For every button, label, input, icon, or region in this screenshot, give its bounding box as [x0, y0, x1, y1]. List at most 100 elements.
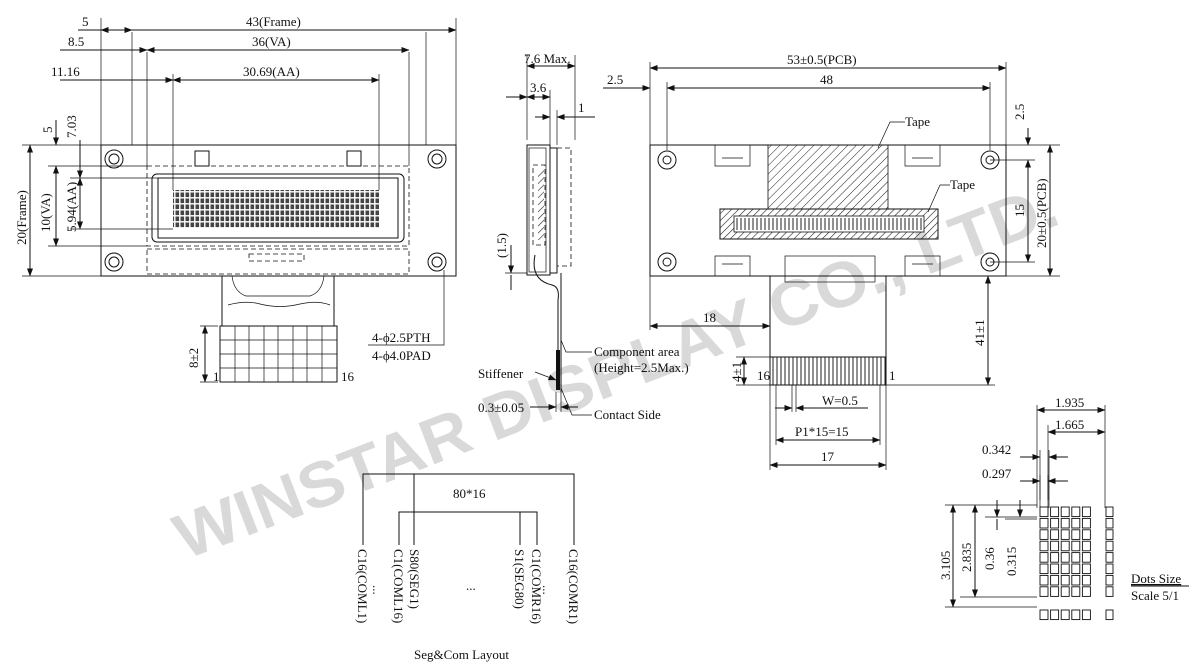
dot-grid — [1039, 506, 1114, 621]
hole-pitch-dim: 48 — [820, 72, 833, 87]
dot-cell-below — [1071, 609, 1081, 621]
ellipsis-right: ... — [540, 585, 555, 595]
mounting-holes — [104, 149, 447, 272]
dot-cell — [1050, 529, 1060, 540]
seg-com-label-4: S1(SEG80) — [512, 549, 527, 609]
seg-com-caption: Seg&Com Layout — [414, 647, 509, 662]
front-pin-1: 1 — [213, 369, 220, 384]
dot-cell-next — [1105, 517, 1114, 529]
dot-cell — [1039, 574, 1049, 586]
dot-cell — [1081, 563, 1091, 575]
fpc-width-dim: 17 — [821, 449, 835, 464]
dot-cell-next — [1105, 529, 1114, 540]
dot-cell-next — [1105, 506, 1114, 518]
dot-cell — [1050, 563, 1060, 575]
hole-spec-pad: 4-ϕ4.0PAD — [372, 348, 431, 363]
pin-pitch-dim: P1*15=15 — [795, 424, 849, 439]
dot-cell — [1060, 563, 1070, 575]
dot-cell — [1071, 563, 1081, 575]
component-area-height: (Height=2.5Max.) — [594, 360, 689, 375]
hole-spec-pth: 4-ϕ2.5PTH — [372, 330, 430, 345]
dim-5-top: 5 — [82, 14, 89, 29]
seg-com-label-3: S80(SEG1) — [407, 549, 422, 609]
dot-cell — [1071, 586, 1081, 597]
side-dim-1: 1 — [578, 100, 585, 115]
component-area-label: Component area — [594, 344, 680, 359]
dot-cell-below — [1105, 609, 1114, 621]
dim-va-width: 36(VA) — [252, 34, 291, 49]
dot-dim-1-935: 1.935 — [1055, 395, 1084, 410]
seg-com-label-1: C16(COML1) — [355, 549, 370, 623]
pcb-height-dim: 20±0.5(PCB) — [1034, 178, 1049, 248]
dot-cell — [1050, 506, 1060, 518]
dot-cell — [1060, 552, 1070, 563]
dot-cell — [1071, 540, 1081, 552]
contact-side-label: Contact Side — [594, 407, 661, 422]
dot-dim-0-297: 0.297 — [982, 466, 1012, 481]
dot-cell — [1071, 574, 1081, 586]
dot-cell-below — [1060, 609, 1070, 621]
ellipsis-left: ... — [370, 585, 385, 595]
dot-cell — [1060, 586, 1070, 597]
dim-7-03: 7.03 — [64, 115, 79, 138]
tape-area-upper — [767, 144, 889, 210]
dim-5-left: 5 — [40, 127, 55, 134]
dot-cell — [1050, 552, 1060, 563]
dot-cell-below — [1050, 609, 1060, 621]
dim-va-height: 10(VA) — [38, 193, 53, 232]
dim-11-16: 11.16 — [51, 64, 80, 79]
dot-cell — [1071, 517, 1081, 529]
hole-vert-dim: 15 — [1012, 204, 1027, 217]
dot-cell-below — [1039, 609, 1049, 621]
side-dim-1-5: (1.5) — [494, 233, 509, 258]
pcb-width-dim: 53±0.5(PCB) — [787, 52, 857, 67]
dot-cell-next — [1105, 574, 1114, 586]
dots-size-title: Dots Size — [1131, 571, 1181, 586]
left-offset-dim: 2.5 — [607, 72, 623, 87]
back-fpc-pins — [769, 356, 887, 386]
dot-cell — [1081, 586, 1091, 597]
fpc-length-dim: 41±1 — [972, 319, 987, 346]
dot-cell — [1071, 506, 1081, 518]
dot-dim-3-105: 3.105 — [938, 551, 953, 580]
dot-cell — [1060, 540, 1070, 552]
back-view: 16 1 Tape Tape 53±0.5(PCB) 48 2.5 20±0. — [603, 52, 1060, 470]
dot-cell — [1050, 540, 1060, 552]
dot-cell — [1081, 552, 1091, 563]
stiffener-thickness: 0.3±0.05 — [478, 400, 524, 415]
dot-cell — [1039, 529, 1049, 540]
dot-cell — [1081, 529, 1091, 540]
front-pin-16: 16 — [341, 369, 355, 384]
dot-cell-next — [1105, 586, 1114, 597]
seg-com-layout: 80*16 C16(COML1) C1(COML16) S80(SEG1) S1… — [355, 473, 581, 662]
fpc-offset-dim: 18 — [703, 310, 716, 325]
front-frame — [100, 144, 457, 277]
dot-dim-0-36: 0.36 — [982, 547, 997, 570]
dot-cell — [1071, 552, 1081, 563]
dim-frame-height: 20(Frame) — [14, 190, 29, 245]
dot-cell — [1060, 517, 1070, 529]
dot-dim-0-315: 0.315 — [1004, 547, 1019, 576]
matrix-size: 80*16 — [453, 486, 486, 501]
dot-cell-next — [1105, 563, 1114, 575]
dot-cell — [1071, 529, 1081, 540]
dim-frame-width: 43(Frame) — [246, 14, 301, 29]
back-pin-1: 1 — [889, 368, 896, 383]
front-view: 1 16 8±2 4-ϕ2.5PTH 4-ϕ4.0PAD 5 43(Frame) — [14, 14, 457, 384]
dot-cell — [1050, 586, 1060, 597]
pin-width-dim: W=0.5 — [822, 393, 858, 408]
dots-scale: Scale 5/1 — [1131, 588, 1179, 603]
dot-cell — [1060, 506, 1070, 518]
viewing-area-outline — [146, 165, 410, 247]
back-pin-16: 16 — [757, 368, 771, 383]
dot-cell — [1081, 506, 1091, 518]
dot-cell — [1050, 517, 1060, 529]
dot-cell — [1060, 529, 1070, 540]
dim-aa-width: 30.69(AA) — [243, 64, 300, 79]
dot-cell — [1060, 574, 1070, 586]
dot-cell-next — [1105, 540, 1114, 552]
dot-cell-next — [1105, 552, 1114, 563]
dot-cell — [1039, 552, 1049, 563]
dot-cell — [1081, 574, 1091, 586]
